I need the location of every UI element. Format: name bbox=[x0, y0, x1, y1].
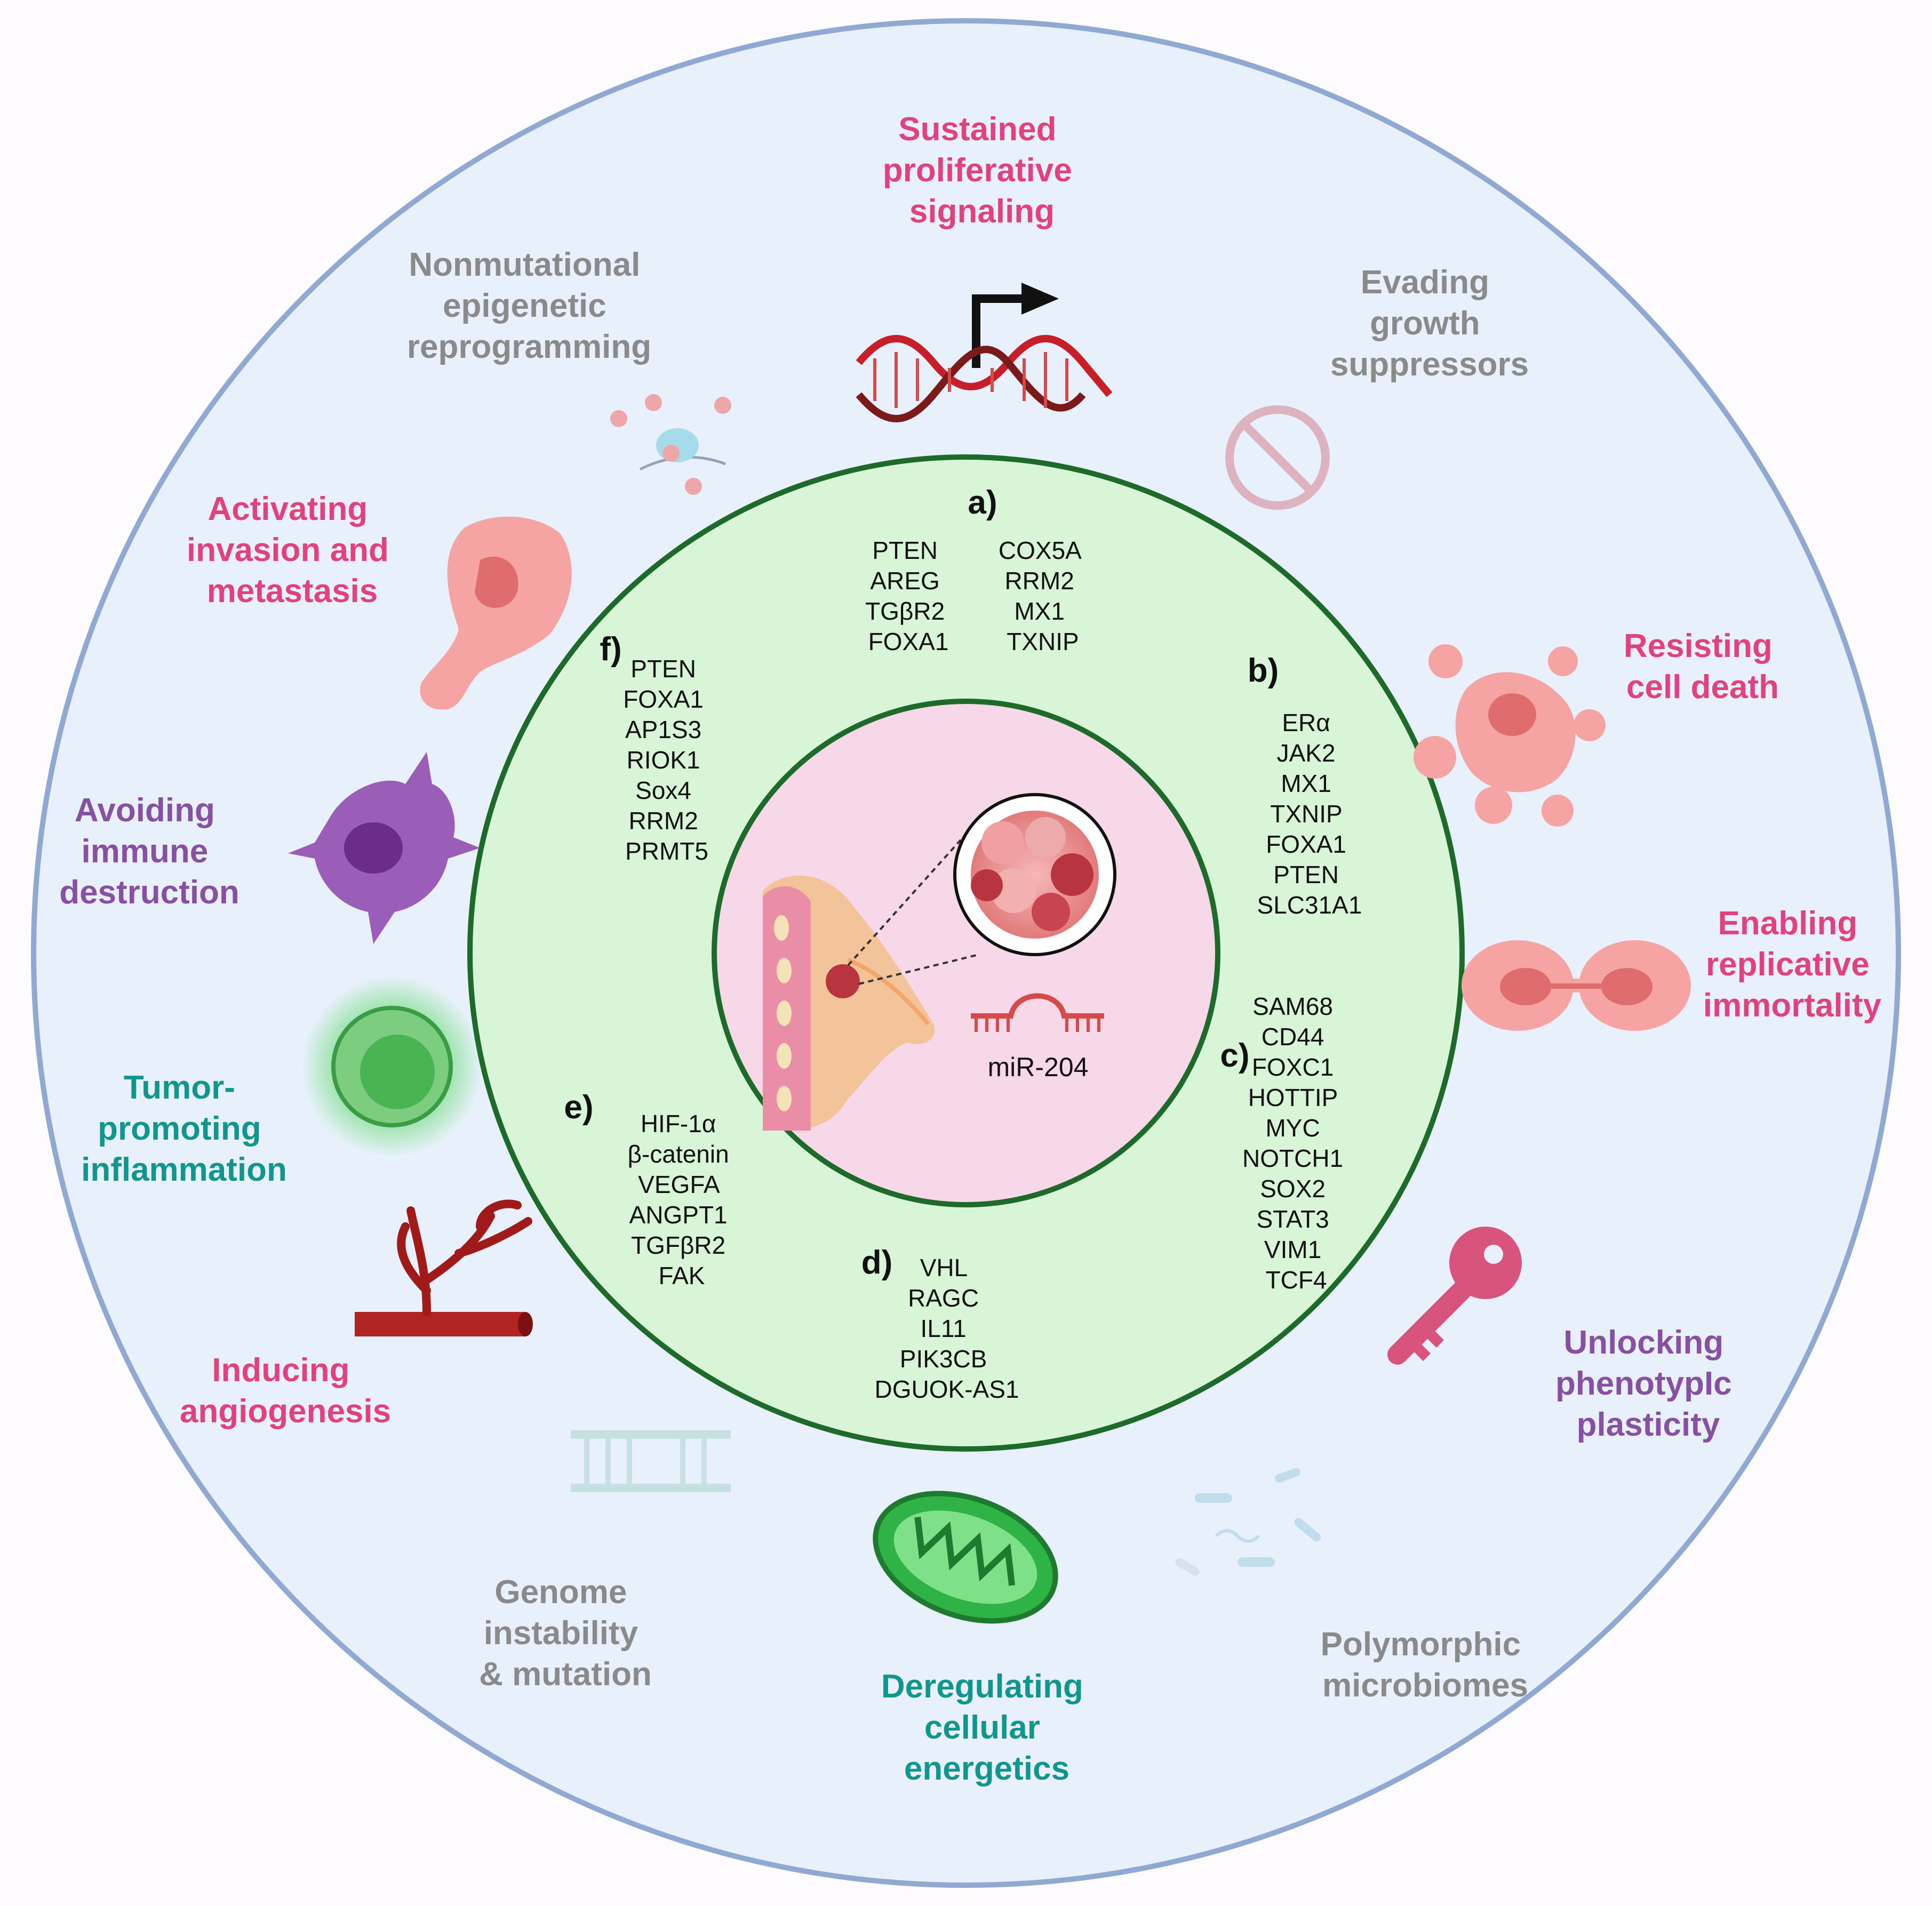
group-b-genes: ERα JAK2 MX1 TXNIP FOXA1 PTEN SLC31A1 bbox=[1257, 709, 1362, 919]
hallmark-tumor-promoting-inflammation: Tumor- promoting inflammation bbox=[81, 1069, 287, 1188]
group-a-genes-col2: COX5A RRM2 MX1 TXNIP bbox=[999, 536, 1087, 655]
nucleosome-icon bbox=[610, 394, 731, 495]
hallmark-genome-instability-mutation: Genome instability & mutation bbox=[479, 1574, 652, 1693]
tumor-cluster-icon bbox=[953, 793, 1116, 956]
blood-vessel-icon bbox=[355, 1199, 533, 1336]
hallmark-avoiding-immune-destruction: Avoiding immune destruction bbox=[59, 792, 239, 911]
stop-sign-icon bbox=[1225, 405, 1330, 510]
dendritic-cell-icon bbox=[288, 752, 480, 944]
hallmark-activating-invasion-metastasis: Activating invasion and metastasis bbox=[187, 491, 398, 610]
group-f-label: f) bbox=[600, 631, 621, 668]
hallmark-deregulating-cellular-energetics: Deregulating cellular energetics bbox=[881, 1668, 1092, 1787]
dividing-cell-icon bbox=[1462, 940, 1691, 1031]
hallmark-nonmutational-epigenetic-reprogramming: Nonmutational epigenetic reprogramming bbox=[407, 246, 651, 365]
hallmark-evading-growth-suppressors: Evading growth suppressors bbox=[1330, 264, 1529, 383]
damaged-dna-icon bbox=[571, 1430, 731, 1492]
group-f-genes: PTEN FOXA1 AP1S3 RIOK1 Sox4 RRM2 PRMT5 bbox=[623, 655, 710, 865]
group-e-genes: HIF-1α β-catenin VEGFA ANGPT1 TGFβR2 FAK bbox=[628, 1110, 736, 1290]
mir-204-label: miR-204 bbox=[988, 1052, 1089, 1082]
group-b-label: b) bbox=[1248, 652, 1279, 689]
group-d-label: d) bbox=[861, 1244, 893, 1281]
hallmark-enabling-replicative-immortality: Enabling replicative immortality bbox=[1703, 905, 1882, 1024]
microbiome-icon bbox=[1175, 1468, 1321, 1576]
group-d-genes: VHL RAGC IL11 PIK3CB DGUOK-AS1 bbox=[875, 1254, 1019, 1403]
hallmark-sustained-proliferative-signaling: Sustained proliferative signaling bbox=[883, 111, 1081, 230]
mirna-hairpin-icon bbox=[971, 993, 1104, 1032]
inflamed-cell-icon bbox=[301, 976, 483, 1157]
breast-tumor-icon bbox=[763, 834, 979, 1131]
hallmark-polymorphic-microbiomes: Polymorphic microbiomes bbox=[1321, 1626, 1530, 1704]
hallmark-unlocking-phenotypic-plasticity: Unlocking phenotypIc plasticity bbox=[1555, 1324, 1741, 1443]
dying-cell-icon bbox=[1414, 644, 1606, 827]
group-a-label: a) bbox=[968, 484, 997, 521]
group-c-label: c) bbox=[1220, 1037, 1249, 1074]
key-icon bbox=[1387, 1227, 1522, 1365]
migrating-cell-icon bbox=[420, 516, 572, 710]
group-e-label: e) bbox=[564, 1089, 593, 1126]
group-a-genes-col1: PTEN AREG TGβR2 FOXA1 bbox=[865, 536, 952, 655]
hallmark-inducing-angiogenesis: Inducing angiogenesis bbox=[180, 1352, 391, 1430]
dna-promoter-icon bbox=[856, 283, 1113, 422]
group-c-genes: SAM68 CD44 FOXC1 HOTTIP MYC NOTCH1 SOX2 … bbox=[1242, 992, 1350, 1294]
mitochondria-icon bbox=[873, 1491, 1058, 1624]
hallmark-resisting-cell-death: Resisting cell death bbox=[1624, 628, 1782, 706]
